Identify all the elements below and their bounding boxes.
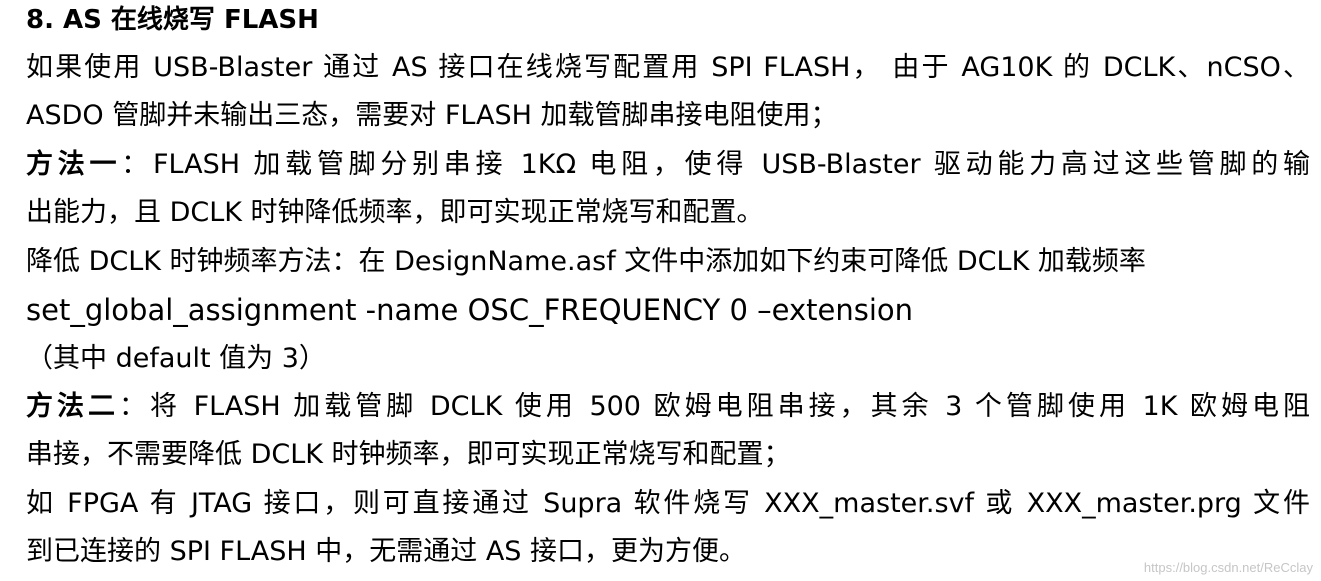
method-1-text: ：FLASH 加载管脚分别串接 1KΩ 电阻，使得 USB-Blaster 驱动… <box>121 149 1311 180</box>
watermark-text: https://blog.csdn.net/ReCclay <box>1143 560 1313 575</box>
method-2-text: ：将 FLASH 加载管脚 DCLK 使用 500 欧姆电阻串接，其余 3 个管… <box>119 391 1311 422</box>
section-heading: 8. AS 在线烧写 FLASH <box>26 5 319 35</box>
default-value-note: （其中 default 值为 3） <box>26 343 326 374</box>
method-1-line-1: 方法一：FLASH 加载管脚分别串接 1KΩ 电阻，使得 USB-Blaster… <box>26 149 1310 181</box>
method-2-line-2: 串接，不需要降低 DCLK 时钟频率，即可实现正常烧写和配置； <box>26 439 791 470</box>
paragraph-1-line-1: 如果使用 USB-Blaster 通过 AS 接口在线烧写配置用 SPI FLA… <box>26 52 1310 83</box>
method-2-line-1: 方法二：将 FLASH 加载管脚 DCLK 使用 500 欧姆电阻串接，其余 3… <box>26 391 1310 423</box>
paragraph-1-line-2: ASDO 管脚并未输出三态，需要对 FLASH 加载管脚串接电阻使用； <box>26 100 838 131</box>
method-1-label: 方法一 <box>26 149 122 180</box>
reduce-frequency-line: 降低 DCLK 时钟频率方法：在 DesignName.asf 文件中添加如下约… <box>26 246 1146 277</box>
code-line: set_global_assignment -name OSC_FREQUENC… <box>26 293 914 327</box>
method-2-label: 方法二 <box>26 391 120 422</box>
jtag-line-1: 如 FPGA 有 JTAG 接口，则可直接通过 Supra 软件烧写 XXX_m… <box>26 488 1310 519</box>
method-1-line-2: 出能力，且 DCLK 时钟降低频率，即可实现正常烧写和配置。 <box>26 197 764 228</box>
jtag-line-2: 到已连接的 SPI FLASH 中，无需通过 AS 接口，更为方便。 <box>26 536 747 567</box>
